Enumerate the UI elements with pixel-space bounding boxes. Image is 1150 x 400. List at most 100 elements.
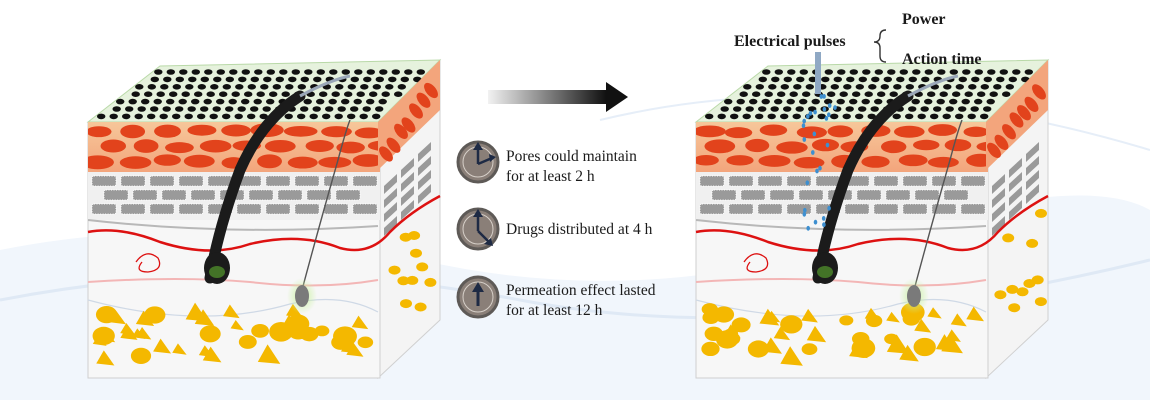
pore (967, 113, 976, 120)
pore (830, 113, 839, 120)
pore (705, 113, 714, 120)
pore (353, 98, 362, 105)
pore (122, 113, 131, 120)
pore (197, 84, 206, 90)
droplet (821, 216, 826, 221)
pore (921, 76, 930, 83)
droplet (819, 94, 824, 99)
pore (849, 98, 858, 105)
pore (761, 98, 770, 105)
pore (97, 113, 106, 120)
droplet (827, 112, 831, 118)
pulse-param-action-time: Action time (902, 51, 982, 68)
pore (837, 69, 846, 75)
sweat-gland (295, 285, 309, 307)
pore (187, 106, 196, 112)
pore (297, 84, 306, 90)
pore (970, 106, 979, 112)
side-fat-cells (388, 231, 437, 312)
pore (980, 84, 989, 90)
pore (341, 98, 350, 105)
side-red-cells (379, 82, 438, 162)
pore (200, 106, 209, 112)
droplet (818, 165, 822, 171)
pore (131, 91, 140, 97)
pore (247, 84, 256, 90)
pore (354, 69, 363, 75)
pore (169, 91, 178, 97)
pore (378, 98, 387, 105)
pore (908, 106, 917, 112)
pore (745, 106, 754, 112)
pore (912, 69, 921, 75)
pore (877, 91, 886, 97)
pore (147, 113, 156, 120)
pore (852, 91, 861, 97)
droplet (803, 207, 807, 213)
info-icon-1 (456, 140, 500, 184)
pore (379, 69, 388, 75)
pore (949, 69, 958, 75)
pore (964, 91, 973, 97)
pore (980, 113, 989, 120)
pore (793, 84, 802, 90)
pore (893, 84, 902, 90)
pore (362, 106, 371, 112)
pore (312, 106, 321, 112)
pore (842, 113, 851, 120)
pore (222, 113, 231, 120)
pore (175, 76, 184, 83)
pore (755, 113, 764, 120)
pore (1005, 84, 1014, 90)
hair-shaft (204, 90, 306, 284)
pore (770, 106, 779, 112)
pore (400, 76, 409, 83)
pore (329, 69, 338, 75)
pore (213, 76, 222, 83)
pore (144, 91, 153, 97)
pore (219, 91, 228, 97)
pore (229, 69, 238, 75)
pore (235, 84, 244, 90)
pore (188, 76, 197, 83)
pore (971, 76, 980, 83)
pore (394, 91, 403, 97)
pore (955, 84, 964, 90)
pore (821, 76, 830, 83)
pore (297, 113, 306, 120)
pore (871, 76, 880, 83)
pore (375, 76, 384, 83)
pore (337, 106, 346, 112)
pore (237, 106, 246, 112)
pore (372, 84, 381, 90)
pore (304, 69, 313, 75)
blood-vessel (87, 194, 441, 252)
pore (905, 113, 914, 120)
pore (181, 91, 190, 97)
droplet (822, 94, 826, 99)
pore (883, 76, 892, 83)
pore (986, 98, 995, 105)
pore (206, 91, 215, 97)
pore (839, 91, 848, 97)
pore (849, 69, 858, 75)
pore (755, 84, 764, 90)
pore (717, 113, 726, 120)
pore (191, 98, 200, 105)
pore (936, 98, 945, 105)
pore (250, 76, 259, 83)
pore (999, 69, 1008, 75)
pore (147, 84, 156, 90)
pore (325, 106, 334, 112)
pore (874, 98, 883, 105)
pore (404, 69, 413, 75)
pore (284, 113, 293, 120)
pore (200, 76, 209, 83)
pore (366, 98, 375, 105)
hair-shaft (812, 90, 914, 284)
info-text-2: Drugs distributed at 4 h (506, 221, 653, 238)
pore (889, 91, 898, 97)
pore (347, 113, 356, 120)
pore (836, 98, 845, 105)
